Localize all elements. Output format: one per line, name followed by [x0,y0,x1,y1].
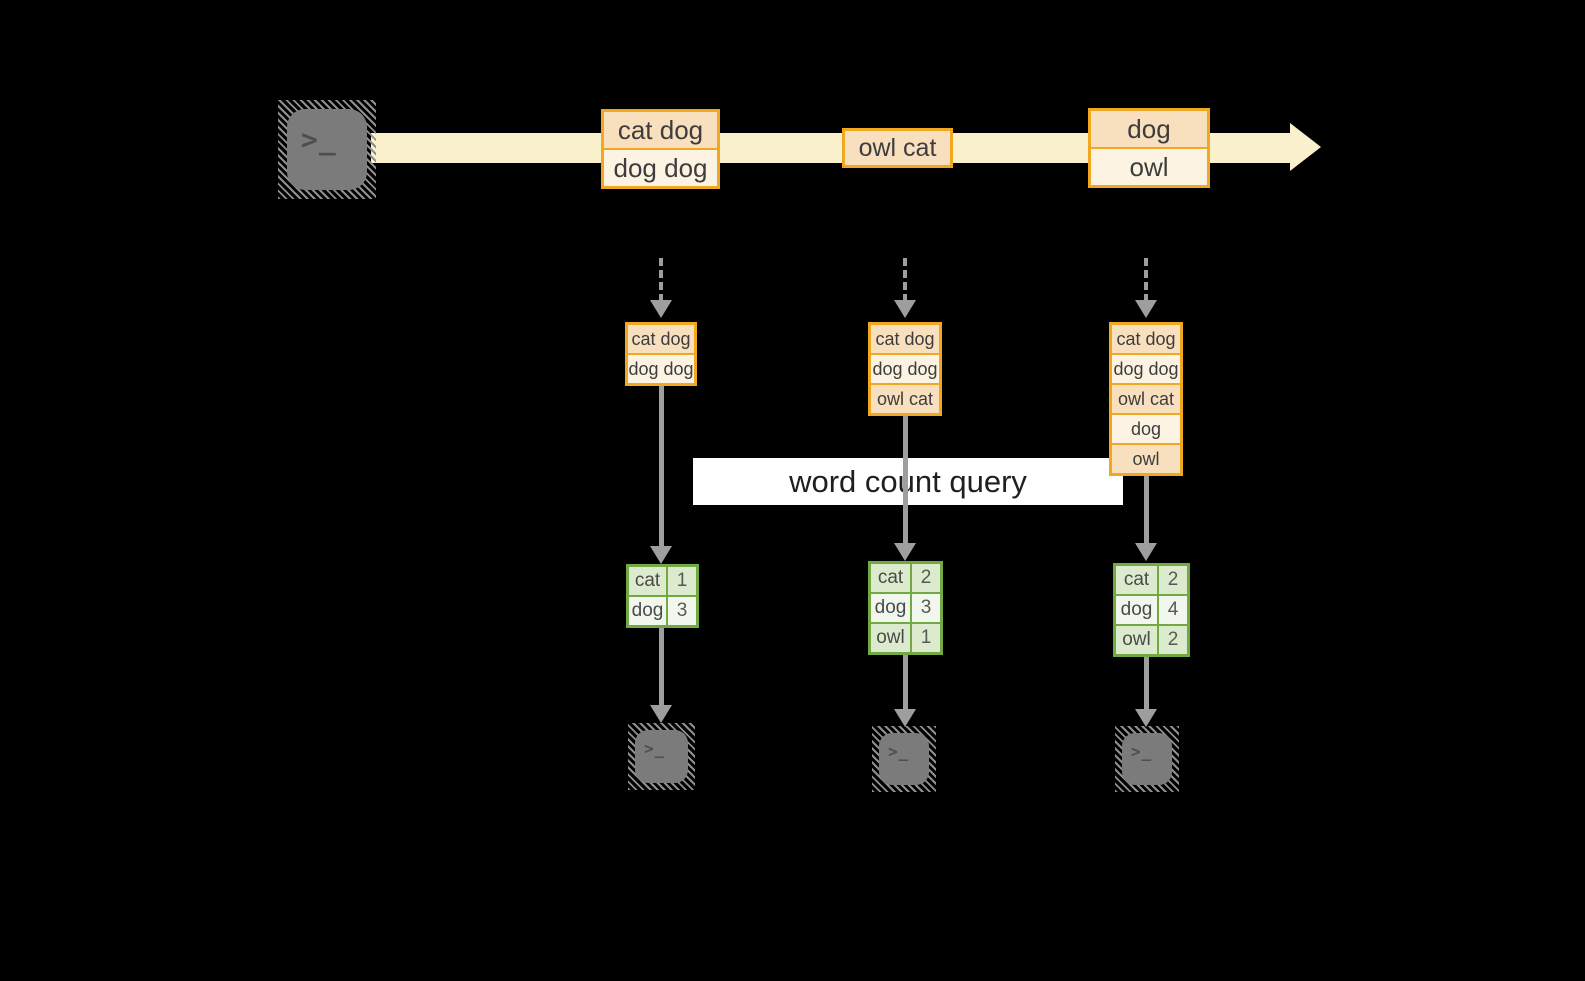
query-arrowhead-1 [650,546,672,564]
stack-line: dog dog [628,353,694,383]
wordcount-table-1: cat 1 dog 3 [626,564,699,628]
table-count-cell: 1 [912,624,940,652]
terminal-prompt-icon: >_ [888,742,910,761]
table-count-cell: 3 [912,594,940,622]
query-arrowhead-3 [1135,543,1157,561]
terminal-prompt-icon: >_ [1131,742,1153,761]
stream-batch-1: cat dog dog dog [601,109,720,189]
stack-line: cat dog [1112,325,1180,353]
table-word-cell: cat [871,564,910,592]
stream-batch-3: dog owl [1088,108,1210,188]
table-word-cell: dog [629,597,666,625]
query-banner: word count query [693,458,1123,505]
output-arrowhead-3 [1135,709,1157,727]
batch-line: owl [1091,147,1207,185]
terminal-prompt-icon: >_ [301,123,337,156]
output-terminal-icon-3: >_ [1115,726,1179,792]
terminal-screen: >_ [635,730,688,783]
query-arrow-1 [659,386,664,546]
accumulated-stack-2: cat dog dog dog owl cat [868,322,942,416]
table-count-cell: 2 [1159,626,1187,654]
output-terminal-icon-1: >_ [628,723,695,790]
batch-arrowhead-2 [894,300,916,318]
output-arrow-1 [659,628,664,705]
table-word-cell: owl [1116,626,1157,654]
batch-arrowhead-3 [1135,300,1157,318]
terminal-screen: >_ [287,109,367,190]
query-arrow-3 [1144,476,1149,543]
batch-line: dog dog [604,148,717,186]
table-count-cell: 1 [668,567,696,595]
wordcount-table-3: cat 2 dog 4 owl 2 [1113,563,1190,657]
output-arrowhead-1 [650,705,672,723]
table-count-cell: 4 [1159,596,1187,624]
batch-arrow-2 [903,258,907,302]
table-word-cell: owl [871,624,910,652]
stack-line: dog dog [1112,353,1180,383]
query-banner-label: word count query [789,463,1027,499]
stream-batch-2: owl cat [842,128,953,168]
source-terminal-icon: >_ [278,100,376,199]
terminal-prompt-icon: >_ [644,739,666,758]
batch-line: cat dog [604,112,717,148]
batch-arrow-3 [1144,258,1148,302]
table-count-cell: 2 [1159,566,1187,594]
table-count-cell: 3 [668,597,696,625]
table-word-cell: dog [1116,596,1157,624]
terminal-screen: >_ [879,733,929,785]
batch-arrowhead-1 [650,300,672,318]
batch-line: owl cat [845,131,950,165]
stack-line: dog dog [871,353,939,383]
query-arrowhead-2 [894,543,916,561]
stream-timeline-arrowhead [1290,123,1321,171]
stack-line: cat dog [871,325,939,353]
query-arrow-2 [903,416,908,543]
batch-arrow-1 [659,258,663,302]
output-arrowhead-2 [894,709,916,727]
output-arrow-2 [903,655,908,709]
wordcount-table-2: cat 2 dog 3 owl 1 [868,561,943,655]
stack-line: dog [1112,413,1180,443]
output-arrow-3 [1144,657,1149,709]
stack-line: owl [1112,443,1180,473]
table-word-cell: cat [1116,566,1157,594]
stack-line: owl cat [871,383,939,413]
batch-line: dog [1091,111,1207,147]
stack-line: cat dog [628,325,694,353]
table-word-cell: dog [871,594,910,622]
stack-line: owl cat [1112,383,1180,413]
accumulated-stack-3: cat dog dog dog owl cat dog owl [1109,322,1183,476]
output-terminal-icon-2: >_ [872,726,936,792]
terminal-screen: >_ [1122,733,1172,785]
accumulated-stack-1: cat dog dog dog [625,322,697,386]
table-word-cell: cat [629,567,666,595]
table-count-cell: 2 [912,564,940,592]
